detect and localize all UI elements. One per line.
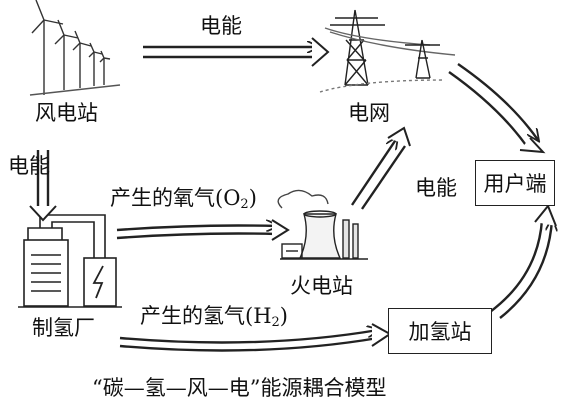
node-grid: 电网 bbox=[348, 101, 390, 125]
oxygen-text: 产生的氧气(O bbox=[110, 186, 241, 210]
hydrogen-subscript: 2 bbox=[271, 315, 280, 330]
arrow-station-to-user bbox=[499, 220, 552, 319]
arrow-oxygen bbox=[116, 226, 277, 231]
arrowheads bbox=[29, 37, 557, 347]
electrolyzer-icon bbox=[18, 214, 122, 308]
edge-label-thermal-to-grid: 电能 bbox=[415, 176, 457, 200]
wind-turbine-icon bbox=[29, 0, 121, 96]
node-thermal-plant: 火电站 bbox=[290, 274, 353, 298]
arrow-grid-to-user bbox=[457, 63, 538, 140]
edge-label-wind-to-grid: 电能 bbox=[200, 14, 242, 38]
node-hydrogen-plant: 制氢厂 bbox=[32, 316, 95, 340]
edge-label-hydrogen: 产生的氢气(H2) bbox=[140, 304, 288, 330]
node-user: 用户端 bbox=[475, 160, 555, 206]
arrow-hydrogen bbox=[119, 330, 378, 344]
node-wind-station: 风电站 bbox=[35, 101, 98, 125]
edge-label-wind-to-plant: 电能 bbox=[8, 154, 50, 178]
oxygen-subscript: 2 bbox=[240, 197, 249, 212]
figure-caption: “碳—氢—风—电”能源耦合模型 bbox=[92, 376, 387, 400]
edge-label-oxygen: 产生的氧气(O2) bbox=[110, 186, 257, 212]
thermal-plant-icon bbox=[277, 189, 368, 260]
arrows bbox=[36, 47, 552, 352]
node-hydrogen-station: 加氢站 bbox=[388, 308, 492, 354]
hydrogen-text: 产生的氢气(H bbox=[140, 304, 272, 328]
hydrogen-close: ) bbox=[279, 304, 288, 328]
oxygen-close: ) bbox=[248, 186, 257, 210]
arrow-thermal-to-grid bbox=[351, 138, 397, 206]
power-tower-icon bbox=[319, 9, 456, 93]
